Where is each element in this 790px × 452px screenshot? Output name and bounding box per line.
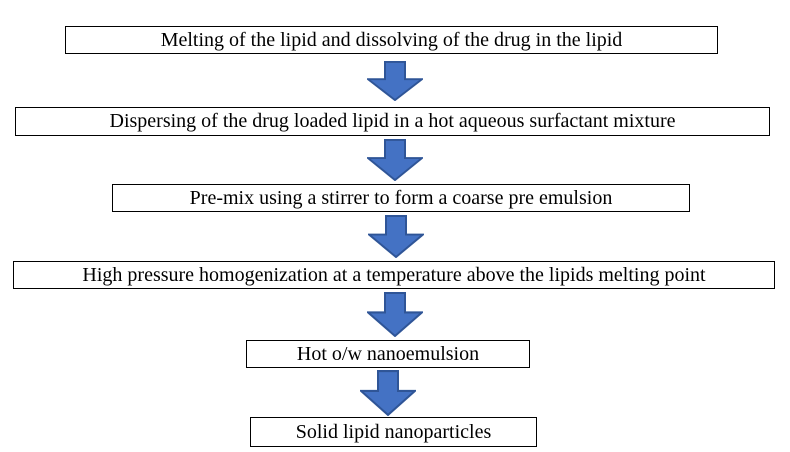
- arrow-down-icon-3: [368, 215, 424, 258]
- step-box-high-pressure-homogenization: High pressure homogenization at a temper…: [13, 261, 775, 289]
- arrow-down-icon-4: [367, 292, 423, 337]
- arrow-down-icon-2: [367, 139, 423, 181]
- arrow-down-icon-1: [367, 61, 423, 101]
- step-box-melting-lipid: Melting of the lipid and dissolving of t…: [65, 26, 718, 54]
- arrow-down-icon-5: [360, 370, 416, 416]
- step-box-hot-nanoemulsion: Hot o/w nanoemulsion: [246, 340, 530, 368]
- step-box-solid-lipid-nanoparticles: Solid lipid nanoparticles: [250, 417, 537, 447]
- step-box-premix-stirrer: Pre-mix using a stirrer to form a coarse…: [112, 184, 690, 212]
- step-box-dispersing-lipid: Dispersing of the drug loaded lipid in a…: [15, 107, 770, 136]
